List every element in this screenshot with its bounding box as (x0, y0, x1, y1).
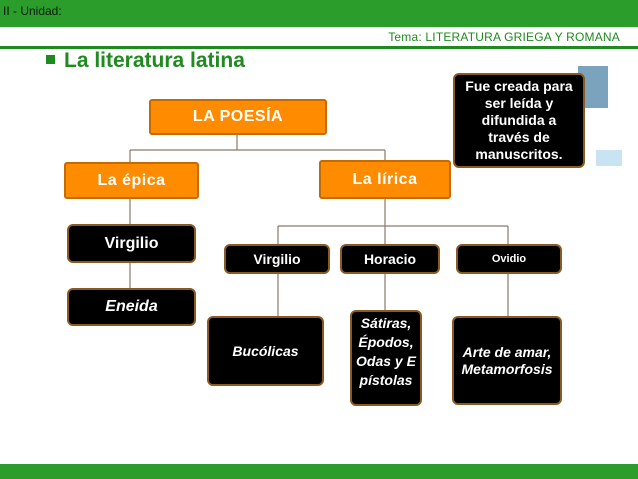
lyric-work-node: Bucólicas (207, 316, 324, 386)
topic-label: Tema: LITERATURA GRIEGA Y ROMANA (388, 30, 620, 44)
lyric-author-node: Virgilio (224, 244, 330, 274)
lyric-author-node: Ovidio (456, 244, 562, 274)
root-node: LA POESÍA (149, 99, 327, 135)
topic-bar (0, 27, 638, 48)
bullet-icon (46, 55, 55, 64)
unit-label: II - Unidad: (3, 4, 62, 18)
lyric-node: La lírica (319, 160, 451, 199)
lyric-work-node: Arte de amar, Metamorfosis (452, 316, 562, 405)
note-box: Fue creada para ser leída y difundida a … (453, 73, 585, 168)
header-divider (0, 46, 638, 49)
epic-node: La épica (64, 162, 199, 199)
slide-title: La literatura latina (64, 49, 245, 72)
bottom-bar (0, 464, 638, 479)
epic-author-node: Virgilio (67, 224, 196, 263)
lyric-work-node: Sátiras, Épodos, Odas y Epístolas (350, 310, 422, 406)
epic-work-node: Eneida (67, 288, 196, 326)
lyric-author-node: Horacio (340, 244, 440, 274)
top-bar: II - Unidad: (0, 0, 638, 27)
decorative-block-light (596, 150, 622, 166)
